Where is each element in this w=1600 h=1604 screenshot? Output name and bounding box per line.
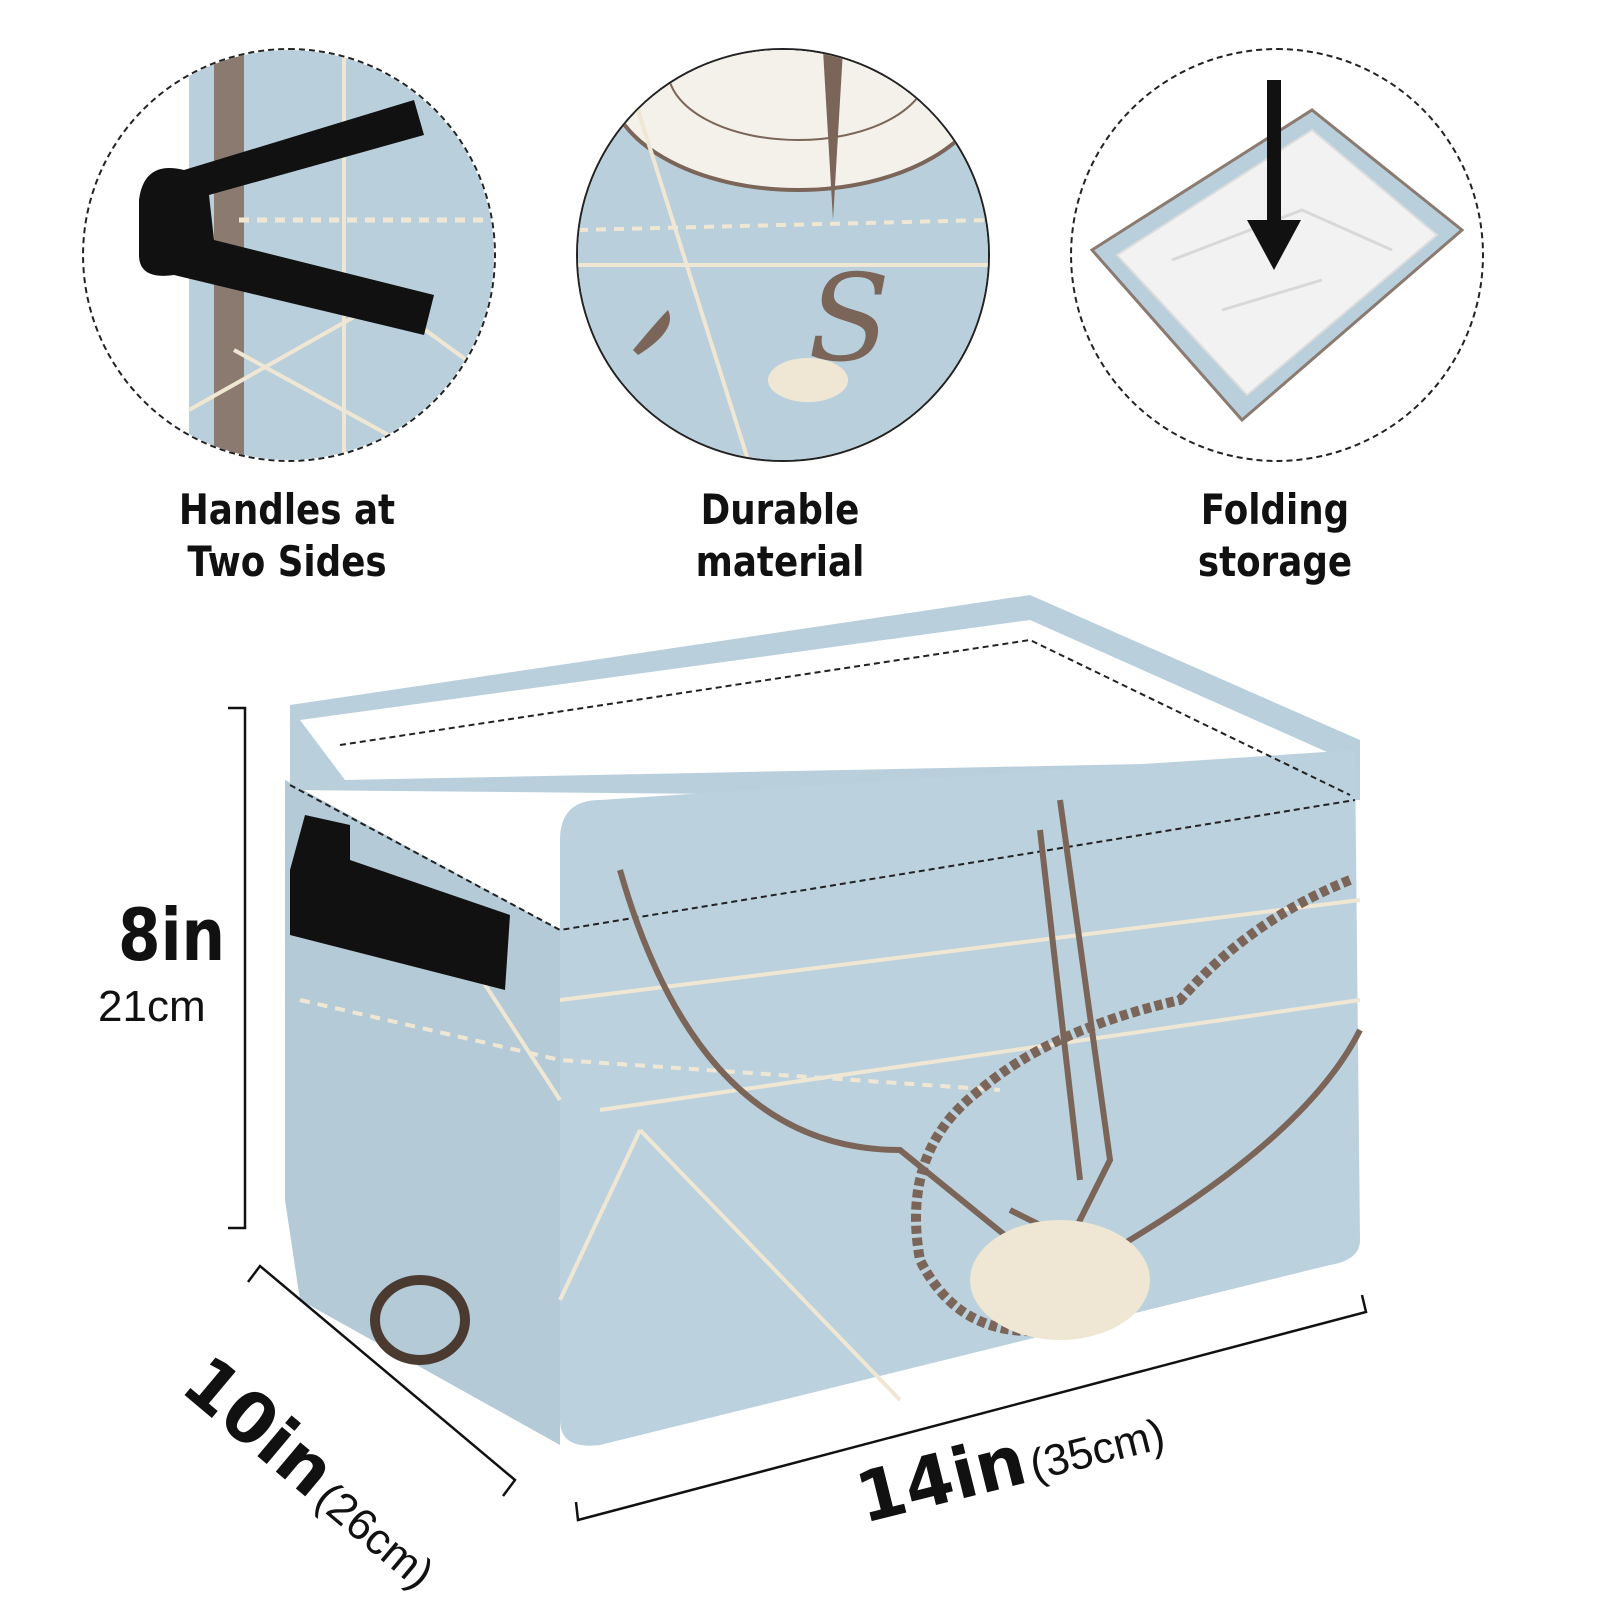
fabric-closeup-image: S bbox=[578, 50, 988, 460]
feature-label-line: Durable bbox=[700, 485, 860, 534]
depth-dimension-line bbox=[247, 1264, 517, 1497]
feature-label-line: Handles at bbox=[178, 485, 396, 534]
handle-closeup-circle bbox=[82, 48, 496, 462]
height-inches: 8in bbox=[118, 893, 226, 977]
feature-label-line: material bbox=[695, 537, 865, 586]
down-arrow-icon bbox=[1267, 80, 1281, 230]
feature-label-folding: Folding storage bbox=[1148, 484, 1403, 588]
height-dimension-line bbox=[228, 706, 247, 1230]
side-handle bbox=[290, 815, 510, 990]
feature-label-line: storage bbox=[1197, 537, 1353, 586]
width-dimension-line bbox=[574, 1294, 1368, 1522]
feature-label-line: Two Sides bbox=[187, 537, 387, 586]
handle-closeup-image bbox=[139, 50, 494, 460]
feature-label-material: Durable material bbox=[653, 484, 908, 588]
folding-closeup-image bbox=[1089, 80, 1465, 423]
fabric-closeup-circle: S bbox=[576, 48, 990, 462]
folding-closeup-circle bbox=[1070, 48, 1484, 462]
feature-label-line: Folding bbox=[1200, 485, 1350, 534]
height-cm: 21cm bbox=[98, 982, 206, 1031]
feature-label-handles: Handles at Two Sides bbox=[160, 484, 415, 588]
